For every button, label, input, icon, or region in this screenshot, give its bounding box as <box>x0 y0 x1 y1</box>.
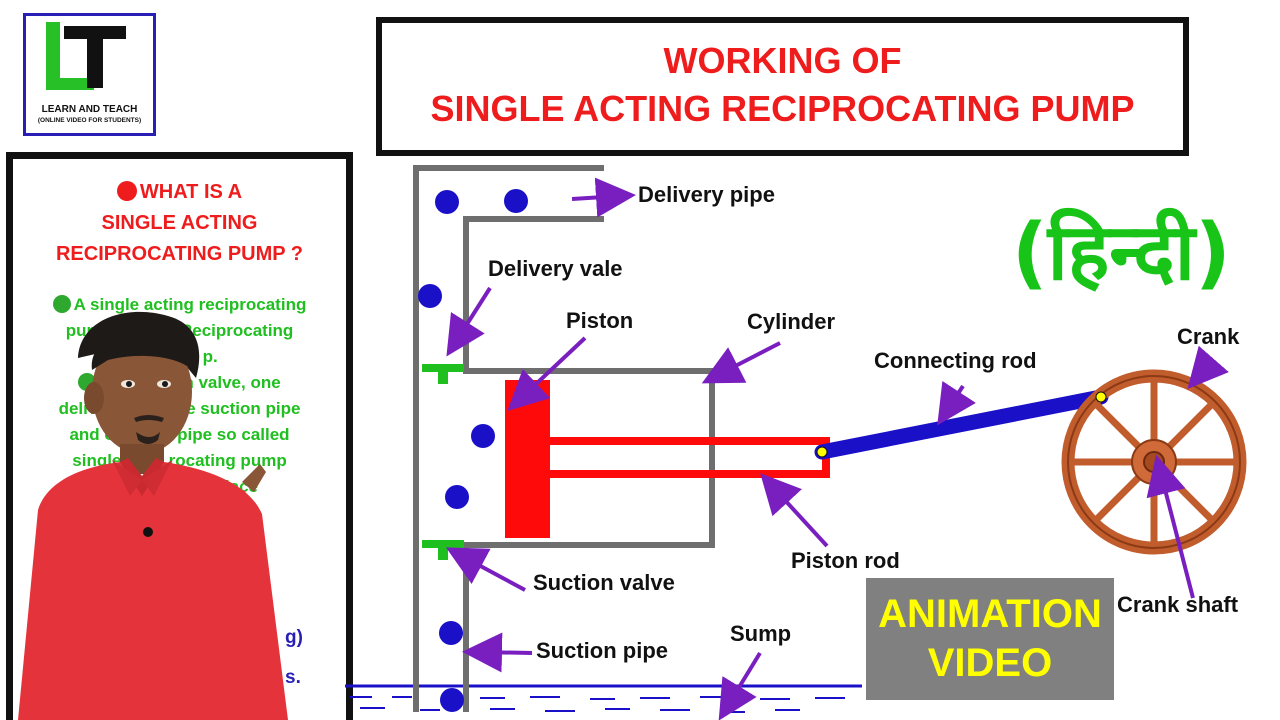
label-suction-pipe: Suction pipe <box>536 638 668 663</box>
label-crank-shaft: Crank shaft <box>1117 592 1239 617</box>
crank-pin <box>1095 391 1107 403</box>
water-drops <box>418 189 528 712</box>
green-bullet-icon <box>52 295 71 313</box>
question-heading: WHAT IS A SINGLE ACTING RECIPROCATING PU… <box>55 181 304 265</box>
language-label: (हिन्दी) <box>1012 208 1231 298</box>
animation-video-badge: ANIMATION VIDEO <box>866 578 1114 700</box>
title-box: WORKING OF SINGLE ACTING RECIPROCATING P… <box>376 17 1189 156</box>
label-delivery-valve: Delivery vale <box>488 256 623 281</box>
partial-text-1: g) <box>285 627 303 648</box>
label-crank: Crank <box>1177 324 1240 349</box>
label-sump: Sump <box>730 621 792 646</box>
partial-text-2: s. <box>285 667 301 688</box>
label-cylinder: Cylinder <box>747 309 836 334</box>
presenter-figure <box>18 311 288 720</box>
label-suction-valve: Suction valve <box>533 570 675 595</box>
logo-tagline: (ONLINE VIDEO FOR STUDENTS) <box>37 117 142 124</box>
badge-line-1: ANIMATION <box>878 592 1102 636</box>
piston-rod <box>548 437 830 478</box>
title-line-1: WORKING OF <box>663 40 902 81</box>
channel-logo: LEARN AND TEACH (ONLINE VIDEO FOR STUDEN… <box>23 13 156 136</box>
suction-valve <box>422 540 464 560</box>
label-connecting-rod: Connecting rod <box>874 348 1037 373</box>
piston <box>505 380 550 538</box>
label-arrows <box>445 177 1229 720</box>
connecting-rod <box>814 389 1109 460</box>
delivery-valve <box>422 364 464 384</box>
piston-pin <box>816 446 828 458</box>
red-bullet-icon <box>116 181 137 201</box>
label-piston: Piston <box>566 308 634 333</box>
logo-letter-l <box>46 22 60 88</box>
label-delivery-pipe: Delivery pipe <box>638 182 775 207</box>
logo-name: LEARN AND TEACH <box>41 104 138 115</box>
title-line-2: SINGLE ACTING RECIPROCATING PUMP <box>430 88 1135 129</box>
crank-wheel <box>1061 369 1247 555</box>
label-piston-rod: Piston rod <box>791 548 900 573</box>
badge-line-2: VIDEO <box>927 641 1053 685</box>
sump-water-dashes <box>350 696 845 713</box>
